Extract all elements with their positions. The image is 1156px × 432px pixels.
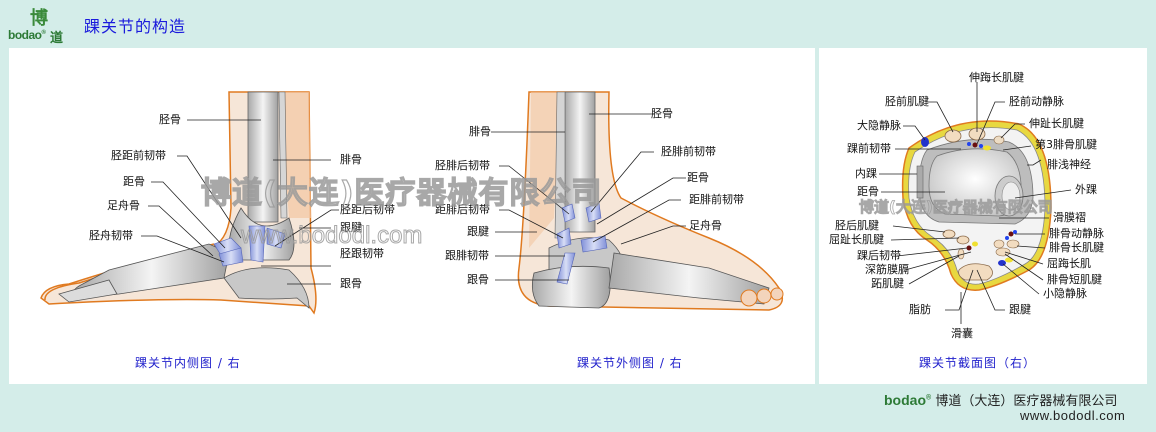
label-fibula-medial: 腓骨 — [340, 153, 362, 166]
label-medial-malleolus: 内踝 — [855, 167, 877, 180]
lateral-foot-drawing — [517, 91, 784, 311]
label-flexor-digitorum-longus: 屈趾长肌腱 — [829, 233, 884, 246]
label-achilles-lateral: 跟腱 — [467, 225, 489, 238]
label-anterior-tibiofibular-ligament: 胫腓前韧带 — [661, 145, 716, 158]
logo-char-top: 博 — [30, 8, 48, 29]
label-flexor-hallucis-longus: 屈踇长肌 — [1047, 257, 1091, 270]
watermark-company: 博道(大连)医疗器械有限公司 — [200, 175, 603, 211]
label-peroneus-longus-tendon: 腓骨长肌腱 — [1049, 241, 1104, 254]
cross-section-drawing — [901, 120, 1052, 291]
label-navicular-medial: 足舟骨 — [107, 199, 140, 212]
label-anterior-tibial-vessels: 胫前动静脉 — [1009, 95, 1064, 108]
label-lateral-malleolus: 外踝 — [1075, 183, 1097, 196]
cross-section-illustration — [879, 82, 1072, 324]
footer-company-name: 博道（大连）医疗器械有限公司 — [935, 394, 1118, 409]
footer-logo: bodao® — [884, 392, 932, 408]
page-title: 踝关节的构造 — [84, 17, 187, 36]
label-plantaris-tendon: 跖肌腱 — [871, 277, 904, 290]
label-deep-fascia-septum: 深筋膜膈 — [865, 263, 909, 276]
label-navicular-lateral: 足舟骨 — [689, 219, 722, 232]
label-anterior-tibiotalar-ligament: 胫距前韧带 — [111, 149, 166, 162]
logo-char-bottom: 道 — [50, 31, 64, 46]
label-peroneus-brevis-tendon: 腓骨短肌腱 — [1047, 273, 1102, 286]
cross-section-panel: 伸踇长肌腱 胫前肌腱 胫前动静脉 大隐静脉 伸趾长肌腱 踝前韧带 第3腓骨肌腱 … — [819, 48, 1147, 384]
bodao-logo: 博 bodao® 道 — [6, 4, 64, 46]
label-talus-lateral: 距骨 — [687, 171, 709, 184]
label-posterior-tibiofibular-ligament: 胫腓后韧带 — [435, 159, 490, 172]
caption-cross-section: 踝关节截面图（右） — [919, 356, 1037, 370]
label-bursa: 滑囊 — [951, 327, 973, 340]
label-achilles-medial: 跟腱 — [340, 221, 362, 234]
label-posterior-talofibular-ligament: 距腓后韧带 — [435, 203, 490, 216]
side-views-illustration — [40, 91, 784, 315]
label-tibionavicular-ligament: 胫舟韧带 — [89, 229, 133, 242]
label-synovial-fold: 滑膜褶 — [1053, 211, 1086, 224]
label-superficial-peroneal-nerve: 腓浅神经 — [1047, 158, 1091, 171]
label-tibialis-anterior-tendon: 胫前肌腱 — [885, 95, 929, 108]
cross-section-leader-lines — [879, 82, 1072, 324]
caption-lateral-view: 踝关节外侧图 / 右 — [577, 356, 683, 370]
label-achilles-tendon-section: 跟腱 — [1009, 303, 1031, 316]
label-calcaneus-lateral: 跟骨 — [467, 273, 489, 286]
label-peroneal-vessels: 腓骨动静脉 — [1049, 227, 1104, 240]
side-views-panel: 胫骨 胫距前韧带 距骨 足舟骨 胫舟韧带 腓骨 胫距后韧带 跟腱 胫跟韧带 跟骨… — [9, 48, 815, 384]
label-talus-medial: 距骨 — [123, 175, 145, 188]
medial-foot-drawing — [40, 91, 317, 315]
label-extensor-digitorum-longus: 伸趾长肌腱 — [1029, 117, 1084, 130]
footer-company: bodao® 博道（大连）医疗器械有限公司 — [884, 390, 1117, 409]
medial-leader-lines — [141, 119, 339, 285]
label-tibia-lateral: 胫骨 — [651, 107, 673, 120]
label-fibula-lateral: 腓骨 — [469, 125, 491, 138]
label-calcaneofibular-ligament: 跟腓韧带 — [445, 249, 489, 262]
label-anterior-talofibular-ligament: 距腓前韧带 — [689, 193, 744, 206]
label-extensor-hallucis-longus: 伸踇长肌腱 — [969, 71, 1024, 84]
watermark-url: www.bododl.com — [240, 222, 423, 250]
label-fat: 脂肪 — [909, 303, 931, 316]
caption-medial-view: 踝关节内侧图 / 右 — [135, 356, 241, 370]
footer-url: www.bododl.com — [1020, 408, 1126, 423]
label-tibiocalcaneal-ligament: 胫跟韧带 — [340, 247, 384, 260]
label-posterior-ankle-ligament: 踝后韧带 — [857, 249, 901, 262]
label-peroneus-tertius-tendon: 第3腓骨肌腱 — [1035, 138, 1097, 151]
label-small-saphenous-vein: 小隐静脉 — [1043, 287, 1087, 300]
label-great-saphenous-vein: 大隐静脉 — [857, 119, 901, 132]
label-tibialis-posterior-tendon: 胫后肌腱 — [835, 219, 879, 232]
header: 博 bodao® 道 踝关节的构造 — [0, 0, 1156, 46]
label-calcaneus-medial: 跟骨 — [340, 277, 362, 290]
label-anterior-ankle-ligament: 踝前韧带 — [847, 142, 891, 155]
watermark-company-section: 博道(大连)医疗器械有限公司 — [859, 198, 1054, 217]
label-tibia-medial: 胫骨 — [159, 113, 181, 126]
logo-word: bodao® — [8, 28, 46, 42]
lateral-leader-lines — [491, 113, 686, 281]
label-posterior-tibiotalar-ligament: 胫距后韧带 — [340, 203, 395, 216]
label-talus-section: 距骨 — [857, 185, 879, 198]
